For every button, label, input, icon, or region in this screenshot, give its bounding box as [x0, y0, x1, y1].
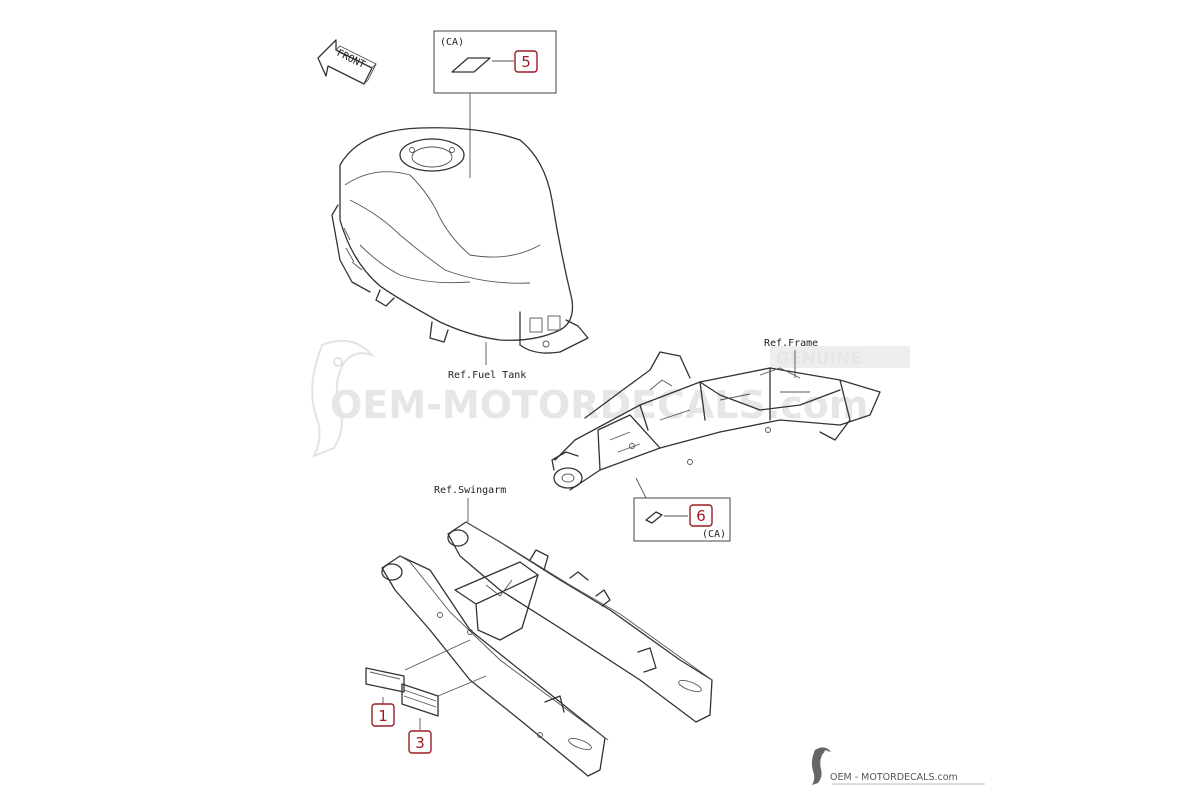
- callout-3-group: 3: [401, 683, 439, 754]
- callout-1-number: 1: [378, 707, 388, 725]
- callout-6-group: 6 (CA): [633, 497, 731, 542]
- decal-3-icon: [401, 683, 439, 717]
- callout-1-box: [371, 703, 395, 727]
- frame-drawing: Ref.Frame: [551, 338, 881, 511]
- watermark-logo-icon: [311, 339, 376, 458]
- watermark-badge: GENUINE: [776, 349, 862, 369]
- callout-5-variant: (CA): [440, 37, 464, 48]
- brand-logo-icon: [811, 747, 831, 785]
- ref-frame-label: Ref.Frame: [764, 338, 818, 349]
- swingarm-drawing: Ref.Swingarm: [381, 485, 713, 777]
- front-arrow-icon: [317, 39, 373, 85]
- brand-footer: OEM - MOTORDECALS.com: [811, 747, 985, 785]
- callout-6-number: 6: [696, 507, 706, 525]
- callout-5-box: [514, 50, 538, 73]
- callout-3-box: [408, 730, 432, 754]
- callout-6-frame: [633, 497, 731, 542]
- callout-3-number: 3: [415, 734, 425, 752]
- callout-6-variant: (CA): [702, 529, 726, 540]
- ref-swingarm-label: Ref.Swingarm: [434, 485, 506, 496]
- callout-6-box: [689, 504, 713, 527]
- fuel-tank-drawing: Ref.Fuel Tank: [331, 127, 589, 381]
- decal-6-icon: [645, 511, 663, 524]
- front-arrow: FRONT: [317, 39, 377, 85]
- callout-5-group: (CA) 5: [433, 30, 557, 178]
- watermark-badge-bg: [770, 346, 910, 368]
- callout-1-group: 1: [365, 667, 405, 727]
- brand-text: OEM - MOTORDECALS.com: [830, 772, 958, 783]
- decal-5-icon: [451, 57, 491, 73]
- callout-5-number: 5: [521, 53, 531, 71]
- decal-1-icon: [365, 667, 405, 693]
- ref-fuel-tank-label: Ref.Fuel Tank: [448, 370, 526, 381]
